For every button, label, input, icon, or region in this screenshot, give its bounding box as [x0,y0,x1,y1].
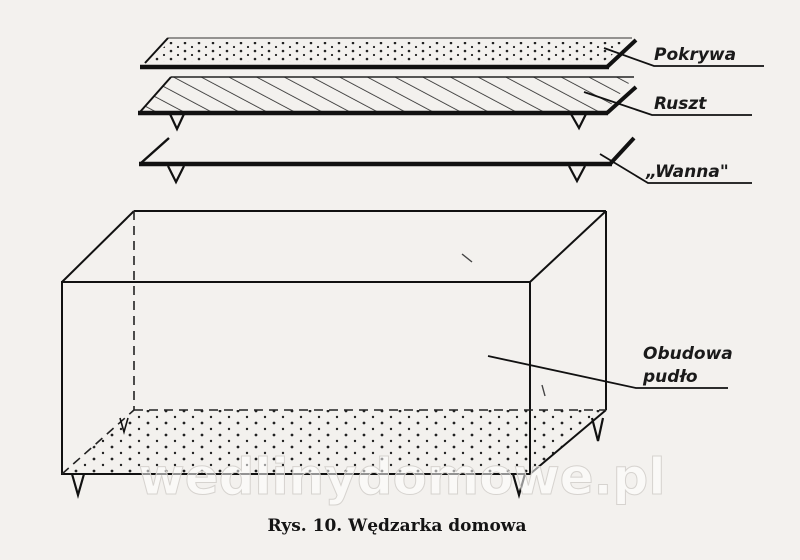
leader-lines [487,47,764,389]
label-tray: „Wanna" [645,162,729,182]
label-grate: Ruszt [654,94,707,114]
grate-plate [138,76,638,132]
figure-caption: Rys. 10. Wędzarka domowa [268,516,527,536]
label-housing-line1: Obudowa [643,344,733,364]
tray-plate [139,136,636,185]
label-lid: Pokrywa [654,45,736,65]
housing-box [61,210,607,500]
lid-plate [140,37,638,70]
label-housing-line2: pudło [642,367,698,387]
watermark-text: wedlinydomowe.pl [139,448,666,506]
